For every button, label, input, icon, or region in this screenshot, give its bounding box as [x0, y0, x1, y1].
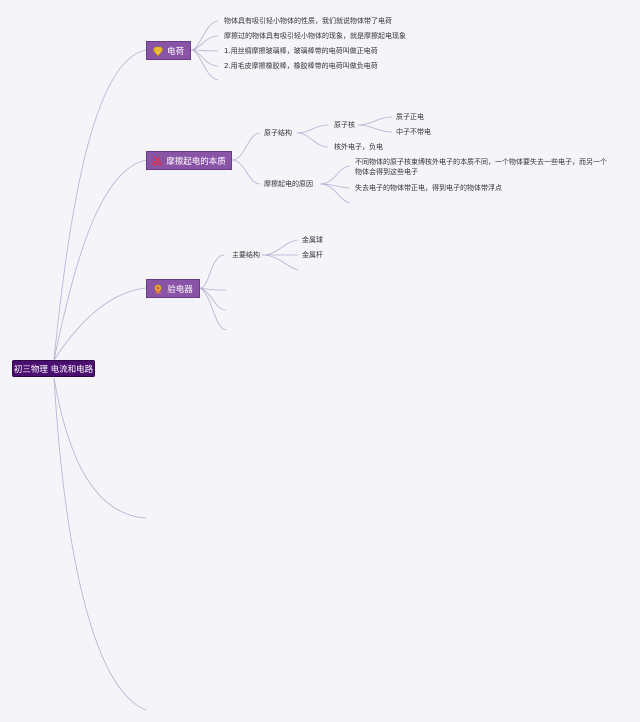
cause-item-2: 失去电子的物体带正电，得到电子的物体带浮点 — [355, 184, 502, 192]
charge-item-3: 1.用丝绸摩擦玻璃棒，玻璃棒带的电荷叫做正电荷 — [224, 47, 378, 55]
charge-item-1: 物体具有吸引轻小物体的性质，我们就说物体带了电荷 — [224, 17, 392, 25]
nucleus-label: 原子核 — [334, 121, 355, 129]
connector-root-electroscope — [53, 287, 147, 361]
branch-electroscope-label: 验电器 — [167, 284, 193, 295]
metal-rod-label: 金属杆 — [302, 251, 323, 259]
electroscope-structure-label: 主要结构 — [232, 251, 260, 259]
connector-root-empty-1 — [53, 377, 147, 519]
charge-item-2: 摩擦过的物体具有吸引轻小物体的现象，就是摩擦起电现象 — [224, 32, 406, 40]
root-node[interactable]: 初三物理 电流和电路 — [12, 360, 95, 377]
root-label: 初三物理 电流和电路 — [13, 364, 94, 375]
cause-label: 摩擦起电的原因 — [264, 180, 313, 188]
cause-item-1: 不同物体的原子核束缚核外电子的本质不同，一个物体要失去一些电子，而另一个物体会得… — [355, 158, 607, 176]
branch-charge-label: 电荷 — [166, 46, 184, 57]
branch-charge[interactable]: 电荷 — [146, 41, 191, 60]
branch-electroscope[interactable]: 验电器 — [146, 279, 200, 298]
connector-root-friction — [53, 159, 147, 361]
metal-ball-label: 金属球 — [302, 236, 323, 244]
charge-item-4: 2.用毛皮摩擦橡胶棒，橡胶棒带的电荷叫做负电荷 — [224, 62, 378, 70]
branch-friction-label: 摩擦起电的本质 — [166, 156, 226, 167]
atom-structure-label: 原子结构 — [264, 129, 292, 137]
proton-label: 质子正电 — [396, 113, 424, 121]
electron-label: 核外电子，负电 — [334, 143, 383, 151]
connector-root-empty-2 — [53, 377, 147, 711]
neutron-label: 中子不带电 — [396, 128, 431, 136]
connector-root-charge — [53, 49, 147, 361]
branch-friction[interactable]: 摩擦起电的本质 — [146, 151, 232, 170]
diamond-icon — [152, 46, 163, 56]
scissors-icon — [152, 155, 163, 166]
medal-icon — [154, 283, 162, 294]
